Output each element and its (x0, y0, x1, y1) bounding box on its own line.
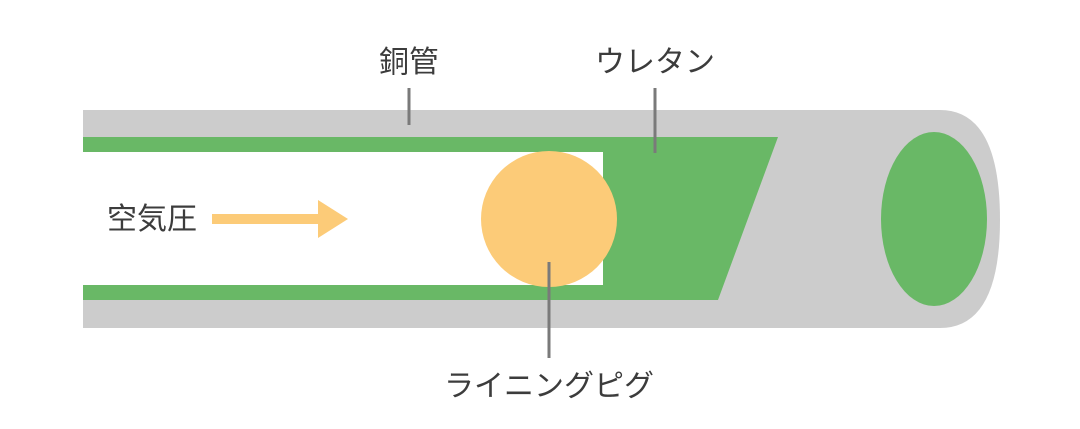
lining-pig (481, 151, 617, 287)
label-air-pressure: 空気圧 (107, 202, 197, 237)
pipe-end-opening (881, 132, 987, 306)
label-urethane: ウレタン (595, 45, 715, 80)
urethane-lining (83, 137, 778, 300)
label-lining-pig: ライニングピグ (444, 369, 654, 404)
label-copper-pipe: 銅管 (379, 45, 439, 80)
arrow-right-icon (212, 200, 348, 238)
